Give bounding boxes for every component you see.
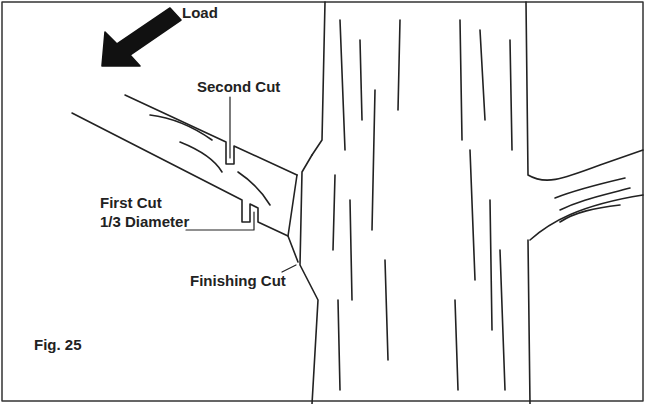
- frame: [2, 2, 643, 401]
- cut-label: Finishing Cut: [190, 272, 286, 290]
- limb-upper-edge: [125, 95, 297, 175]
- load-label: Load: [182, 4, 218, 22]
- bark-line: [180, 142, 222, 172]
- bark-texture: [333, 20, 400, 390]
- trunk-left-edge: [312, 2, 325, 155]
- bark-line: [238, 172, 270, 205]
- limb-end: [288, 175, 298, 262]
- bark-texture: [455, 20, 512, 390]
- leader-line: [186, 212, 254, 230]
- cut-label: First Cut: [100, 194, 162, 212]
- load-arrow: [102, 8, 181, 66]
- leader-line: [282, 265, 296, 272]
- trunk-left-edge: [300, 155, 318, 404]
- dimension-label: 1/3 Diameter: [100, 213, 189, 231]
- trunk-right-edge: [526, 2, 643, 180]
- cut-label: Second Cut: [197, 78, 280, 96]
- limb-lower-edge: [72, 113, 288, 236]
- branch-texture: [555, 178, 630, 222]
- trunk-right-edge: [528, 195, 643, 404]
- bark-line: [150, 115, 212, 140]
- figure-number: Fig. 25: [34, 336, 82, 354]
- leader-line: [229, 97, 230, 158]
